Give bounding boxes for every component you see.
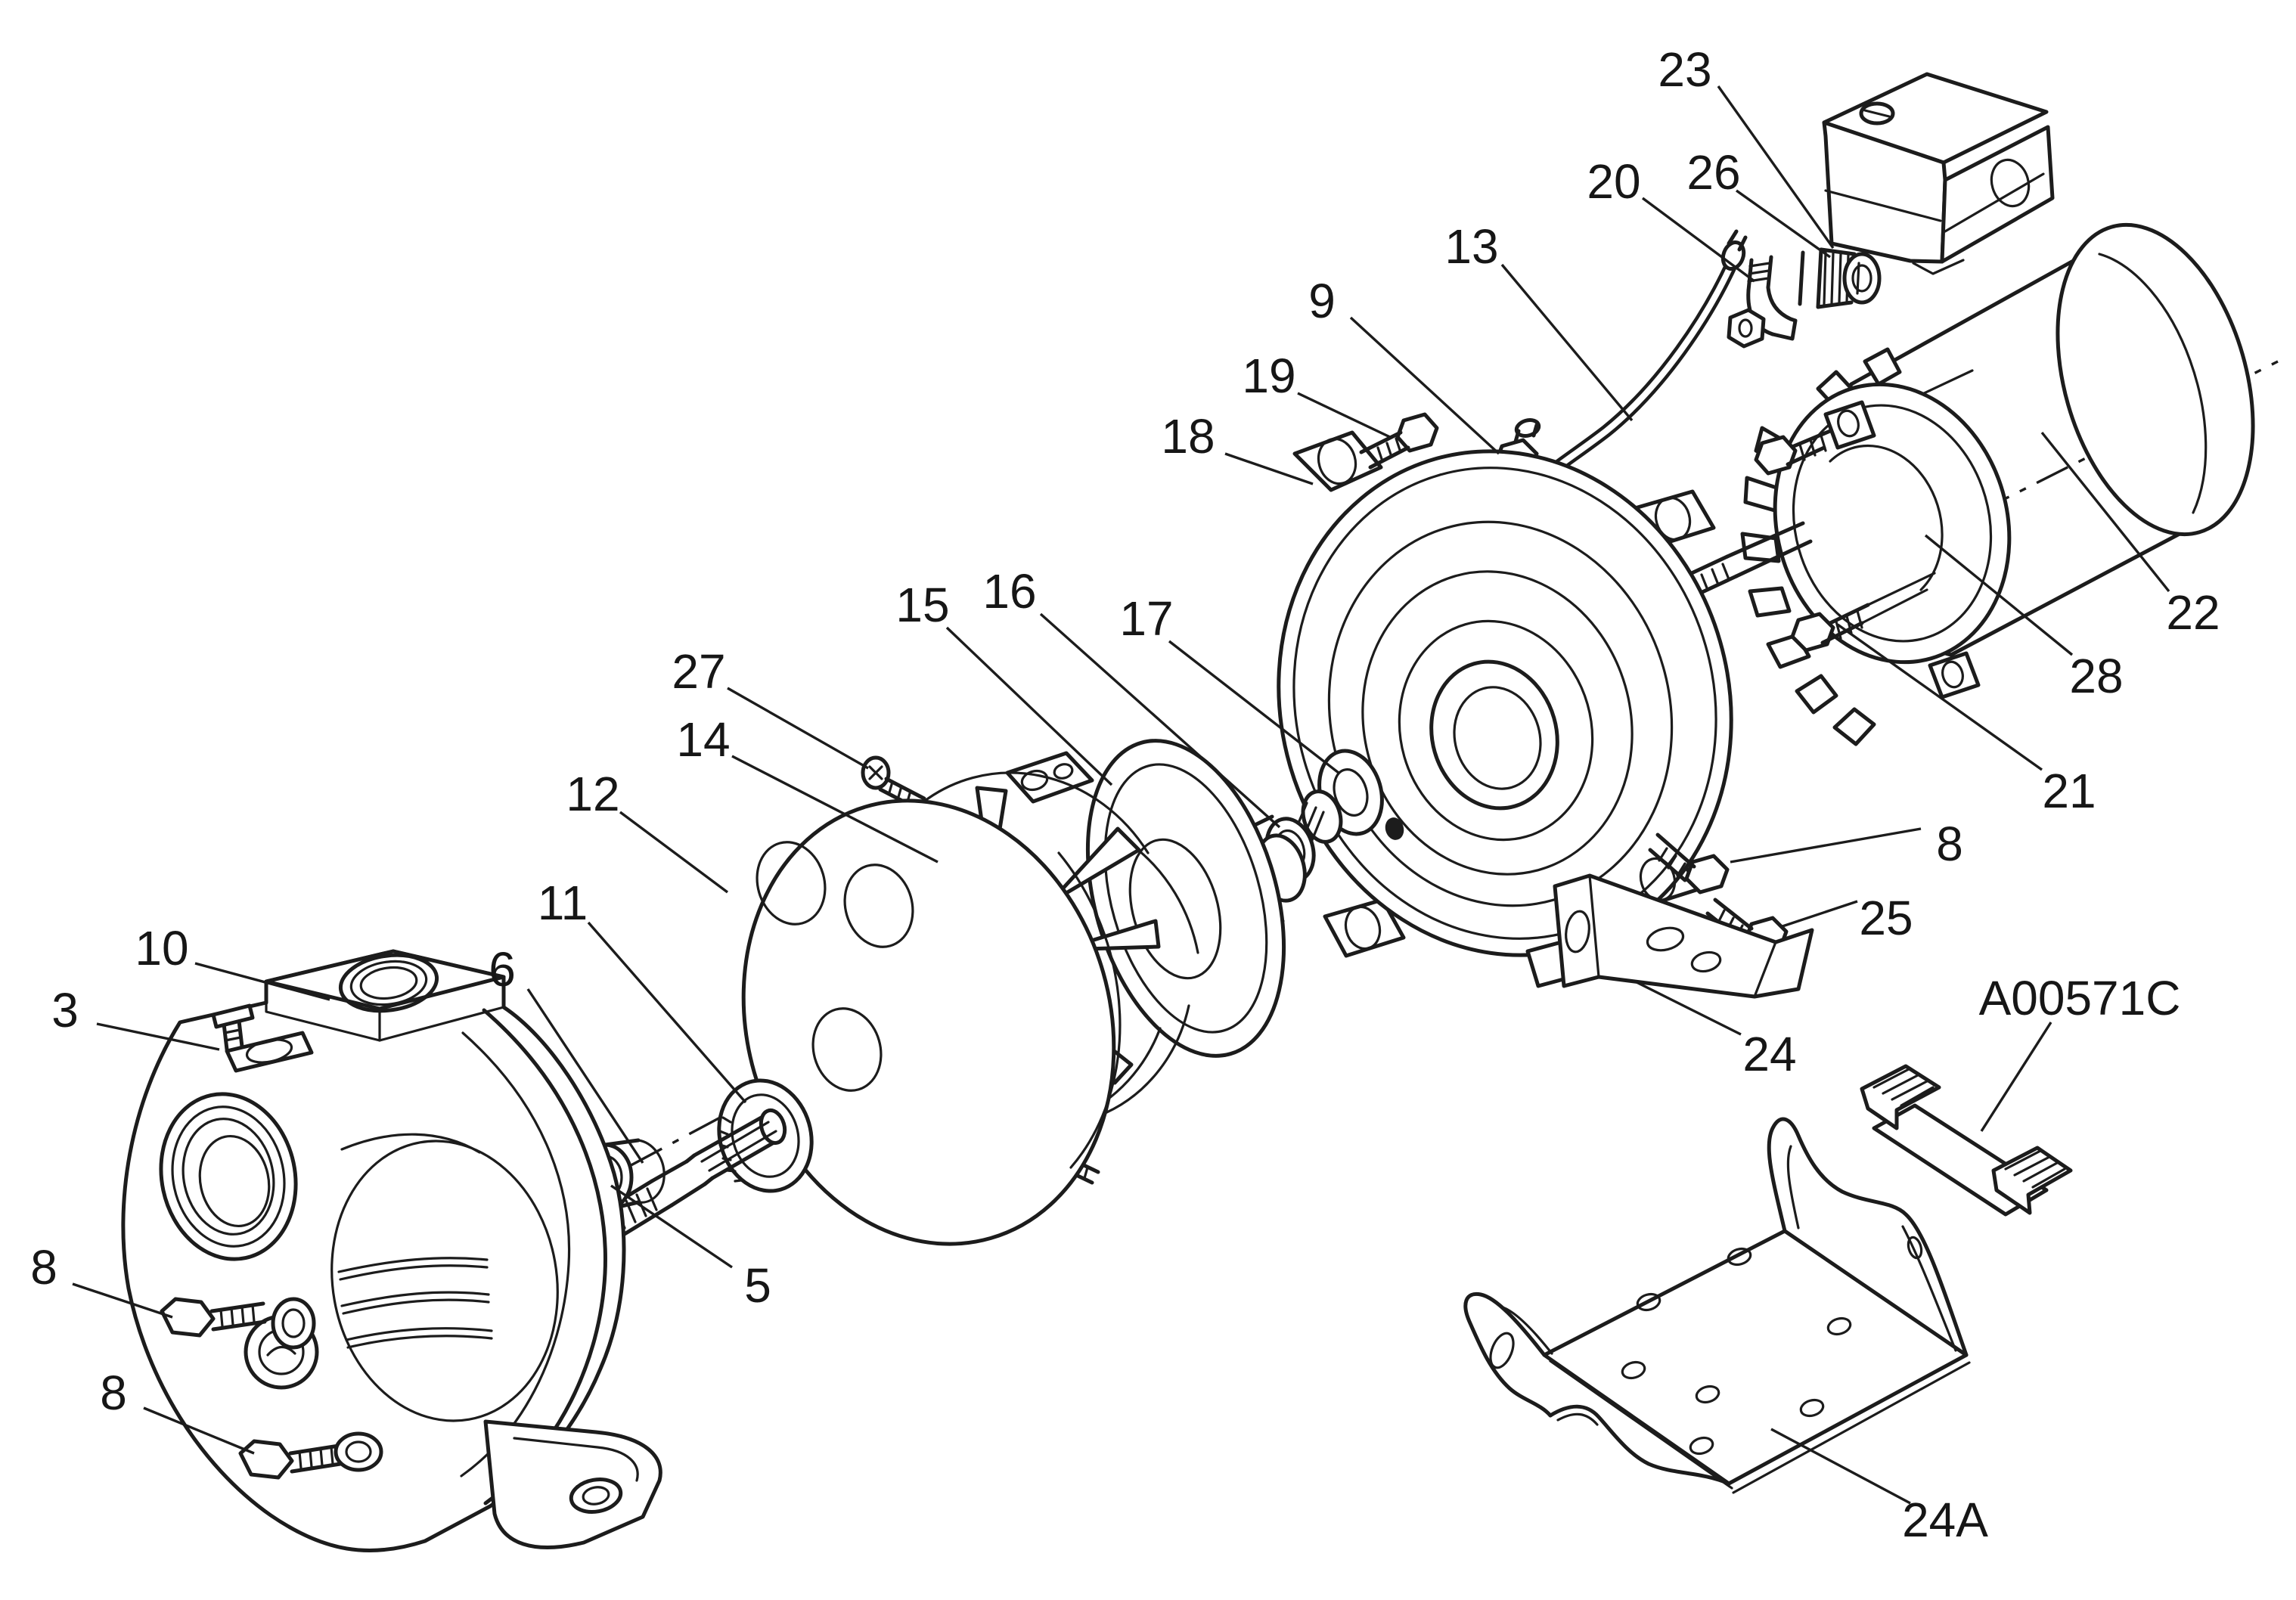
motor-end-bell <box>1740 347 2012 746</box>
pressure-switch <box>1822 72 2055 275</box>
vane-screw-upper <box>861 755 926 811</box>
callout-leader-3 <box>96 1022 220 1051</box>
callout-label-24: 24 <box>1742 1027 1796 1081</box>
callout-leader-20 <box>1641 197 1756 283</box>
callout-label-27: 27 <box>672 644 725 699</box>
callout-label-25: 25 <box>1859 891 1913 945</box>
callout-leader-24A <box>1770 1428 1911 1505</box>
drip-bracket <box>1553 873 1814 999</box>
callout-leader-plate <box>1980 1022 2052 1132</box>
conduit-bushing <box>1798 247 1882 309</box>
callout-label-8b: 8 <box>100 1366 127 1420</box>
callout-leader-8a <box>72 1282 173 1319</box>
callout-leader-28 <box>1924 534 2074 656</box>
casing-plug-upper <box>160 1297 316 1350</box>
callout-leader-27 <box>727 687 869 770</box>
callout-label-3: 3 <box>51 983 79 1037</box>
data-plate <box>1860 1064 2073 1217</box>
callout-leader-11 <box>587 921 747 1104</box>
bolt-8-right <box>1648 833 1730 895</box>
callout-label-19: 19 <box>1242 349 1295 403</box>
callout-label-9: 9 <box>1308 274 1336 328</box>
callout-leader-8c <box>1730 827 1922 864</box>
callouts-layer: 23 20 26 13 919 18 22 28 21 8 25 24 A00571C 24A 15 16 17… <box>30 42 2220 1547</box>
callout-label-28: 28 <box>2069 649 2123 703</box>
callout-label-13: 13 <box>1444 219 1498 274</box>
impeller <box>1097 845 1199 1118</box>
callout-label-14: 14 <box>676 712 730 767</box>
callout-label-21: 21 <box>2042 764 2096 818</box>
callout-label-12: 12 <box>566 767 619 821</box>
callout-label-20: 20 <box>1587 154 1640 209</box>
callout-leader-21 <box>1837 623 2043 771</box>
seal-plate <box>1277 430 1733 988</box>
callout-leader-18 <box>1224 452 1314 485</box>
callout-label-8c: 8 <box>1936 817 1963 871</box>
callout-label-6: 6 <box>489 942 516 997</box>
elbow-fitting <box>1727 255 1798 349</box>
callout-leader-12 <box>619 811 729 894</box>
callout-leader-22 <box>2040 431 2170 593</box>
callout-leader-15 <box>945 626 1113 786</box>
callout-leader-19 <box>1297 392 1391 439</box>
callout-label-17: 17 <box>1119 591 1173 646</box>
callout-leader-14 <box>731 755 939 864</box>
callout-leader-24 <box>1634 980 1742 1036</box>
callout-leader-16 <box>1039 612 1281 829</box>
callout-leader-8b <box>143 1406 255 1455</box>
priming-plug <box>211 1003 314 1073</box>
callout-label-8a: 8 <box>30 1240 57 1295</box>
bolt-19 <box>1359 412 1439 470</box>
callout-leader-10 <box>194 962 330 1001</box>
callout-leader-13 <box>1500 263 1634 422</box>
callout-label-15: 15 <box>895 578 949 632</box>
callout-label-18: 18 <box>1161 409 1215 464</box>
seal-shroud <box>1085 739 1307 1058</box>
pump-casing <box>121 949 662 1553</box>
callout-label-11: 11 <box>538 876 588 930</box>
motor-bolt-upper <box>1754 429 1832 476</box>
callout-leader-26 <box>1736 189 1831 259</box>
callout-label-10: 10 <box>135 921 188 975</box>
callout-label-16: 16 <box>982 564 1036 619</box>
callout-label-5: 5 <box>744 1258 771 1313</box>
callout-label-22: 22 <box>2166 585 2220 640</box>
callout-leader-6 <box>526 988 644 1164</box>
callout-leader-5 <box>610 1184 733 1269</box>
motor-base <box>1463 1117 1971 1494</box>
callout-label-23: 23 <box>1658 42 1711 97</box>
callout-label-plate: A00571C <box>1979 971 2181 1025</box>
casing-plug-lower <box>238 1431 383 1480</box>
callout-leader-25 <box>1779 900 1858 929</box>
callout-label-24A: 24A <box>1902 1493 1988 1547</box>
callout-label-26: 26 <box>1686 145 1740 200</box>
callout-leader-17 <box>1168 640 1340 774</box>
callout-leader-9 <box>1349 316 1500 455</box>
motor-bolt-21 <box>1790 572 1936 653</box>
callout-leader-23 <box>1717 85 1835 249</box>
diffuser-plate <box>741 798 1122 1246</box>
